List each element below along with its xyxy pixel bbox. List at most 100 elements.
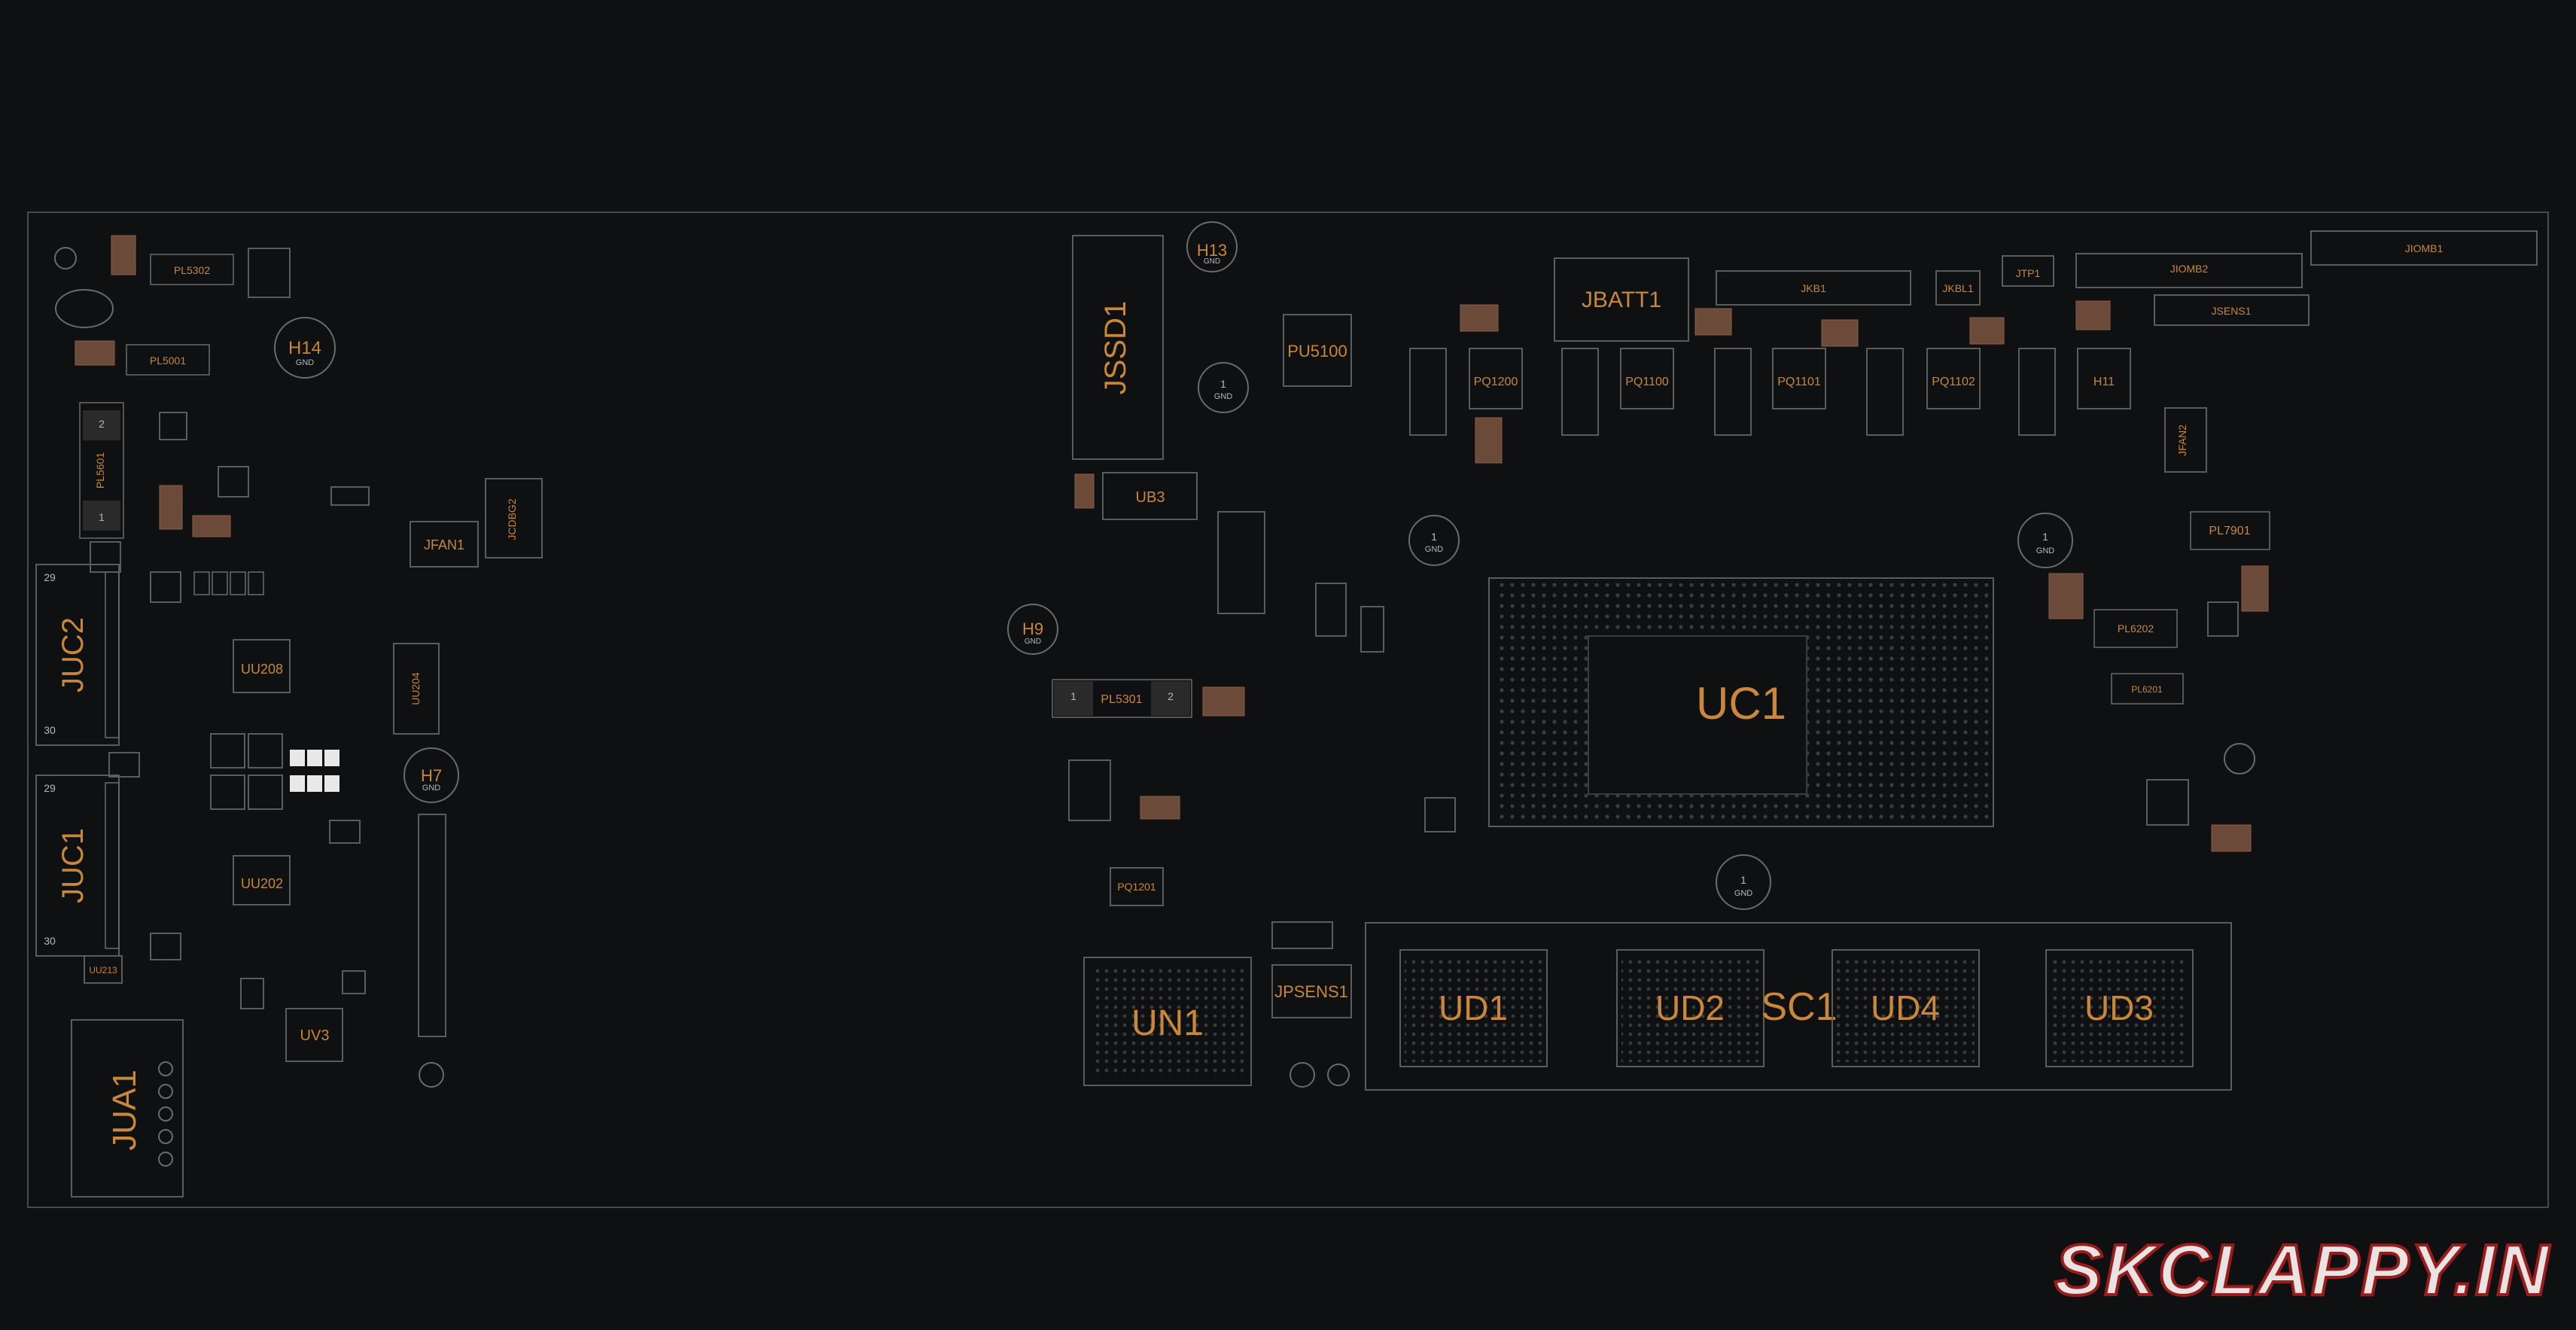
ud1-dram[interactable]: UD1	[1399, 949, 1548, 1067]
svg-text:UU208: UU208	[241, 662, 283, 677]
pl5601-inductor[interactable]: PL6201	[2111, 673, 2184, 705]
pq-mosfet-row[interactable]: PQ1200 PQ1100 PQ1101 PQ1102 H11	[1409, 348, 2131, 436]
svg-text:PL5001: PL5001	[150, 355, 186, 367]
svg-text:JFAN2: JFAN2	[2176, 425, 2188, 456]
svg-text:PL5302: PL5302	[174, 264, 210, 276]
svg-text:GND: GND	[296, 358, 315, 367]
watermark-logo: SKCLAPPY.IN	[2053, 1228, 2550, 1312]
juc1-connector[interactable]: JUC1 29 30	[35, 775, 120, 957]
gnd-hole: 1 GND	[1198, 362, 1249, 413]
jsens1-connector[interactable]: JSENS1	[2154, 294, 2310, 326]
ud2-dram[interactable]: UD2	[1616, 949, 1765, 1067]
svg-text:PL5301: PL5301	[1101, 693, 1142, 706]
juc2-connector[interactable]: JUC2 29 30	[35, 564, 120, 746]
svg-text:JCDBG2: JCDBG2	[506, 498, 518, 540]
pu5301-chip[interactable]: PQ1201	[1110, 867, 1164, 906]
svg-text:H14: H14	[288, 338, 321, 358]
pl5001-inductor[interactable]: PL6202	[2093, 609, 2178, 648]
svg-text:PL6202: PL6202	[2118, 622, 2154, 635]
test-pad	[290, 775, 305, 792]
svg-text:PL6201: PL6201	[2131, 684, 2163, 695]
svg-text:GND: GND	[1204, 257, 1220, 266]
jiomb1-connector[interactable]: JIOMB1	[2310, 230, 2538, 266]
jbatt1-connector[interactable]: JBATT1	[1554, 257, 1689, 342]
ud4-dram[interactable]: UD4	[1832, 949, 1980, 1067]
svg-text:1: 1	[1070, 690, 1076, 702]
uc1-cpu-bga[interactable]: UC1	[1488, 577, 1994, 827]
svg-text:H9: H9	[1022, 619, 1043, 638]
svg-text:UC1: UC1	[1696, 678, 1786, 729]
jkbl1-connector[interactable]: JKBL1	[1935, 270, 1981, 306]
svg-text:1: 1	[1431, 531, 1437, 543]
jtp1-connector[interactable]: JTP1	[2002, 255, 2054, 287]
svg-text:JKB1: JKB1	[1801, 282, 1826, 294]
test-pad	[324, 750, 340, 766]
pu5100-chip[interactable]: PU5100	[1283, 314, 1352, 387]
jcdbg2-connector[interactable]: JCDBG2	[485, 478, 543, 558]
svg-text:H13: H13	[1197, 241, 1227, 260]
svg-text:JIOMB1: JIOMB1	[2405, 242, 2444, 254]
jssd1-label: JSSD1	[1099, 301, 1132, 395]
test-pad	[290, 750, 305, 766]
test-pad	[307, 750, 322, 766]
svg-text:1: 1	[99, 511, 105, 523]
svg-text:H11: H11	[2093, 376, 2115, 388]
svg-text:JKBL1: JKBL1	[1942, 282, 1973, 294]
svg-text:UU204: UU204	[410, 672, 422, 705]
svg-text:PQ1200: PQ1200	[1474, 376, 1518, 388]
svg-text:SC1: SC1	[1761, 985, 1837, 1029]
ub3-chip[interactable]: UB3	[1102, 472, 1198, 520]
svg-text:GND: GND	[422, 784, 441, 793]
jiomb2-connector[interactable]: JIOMB2	[2075, 253, 2303, 288]
middle-components: 1 GND	[1068, 304, 1503, 1088]
ud3-dram[interactable]: UD3	[2045, 949, 2194, 1067]
svg-text:29: 29	[44, 782, 56, 794]
svg-text:PQ1102: PQ1102	[1932, 376, 1975, 388]
uu208-chip[interactable]: UU208	[233, 639, 291, 693]
jssd1-connector[interactable]: JSSD1	[1072, 235, 1164, 460]
dram-section	[1365, 922, 2232, 1091]
pl5301-inductor[interactable]: PL5301 1 2	[1052, 679, 1192, 718]
pl5302-inductor[interactable]: 2 1 PL5601	[79, 402, 124, 539]
uu204-chip[interactable]: UU204	[393, 643, 440, 735]
h13-mounting-hole: H13 GND	[1186, 221, 1238, 272]
svg-text:1: 1	[2042, 531, 2048, 543]
svg-text:JBATT1: JBATT1	[1582, 288, 1661, 312]
sc1-label: SC1	[1761, 985, 1837, 1029]
svg-text:JPSENS1: JPSENS1	[1274, 982, 1348, 1001]
svg-text:UU213: UU213	[89, 965, 117, 975]
svg-text:PQ1201: PQ1201	[1117, 881, 1156, 893]
jfan1-connector[interactable]: JFAN1	[410, 521, 479, 568]
jua1-connector[interactable]: JUA1	[71, 1019, 184, 1198]
jua1-label: JUA1	[106, 1070, 143, 1151]
svg-text:UB3: UB3	[1136, 489, 1165, 506]
test-pad	[307, 775, 322, 792]
uu202-chip[interactable]: UU202	[233, 855, 291, 905]
jfan2-connector[interactable]: JFAN2	[2164, 407, 2207, 473]
h9-mounting-hole: H9 GND	[1007, 604, 1058, 655]
jpsens1-connector[interactable]: JPSENS1	[1271, 964, 1352, 1018]
h11-mounting-hole: H11 H11 H11	[2224, 743, 2255, 775]
ffc-connector[interactable]	[418, 814, 446, 1037]
uu213-chip[interactable]: UU213	[84, 955, 123, 984]
un1-chip[interactable]: UN1	[1083, 957, 1252, 1086]
pl7901-inductor[interactable]: PL7901	[2190, 511, 2270, 550]
pl6201-inductor[interactable]: PL5001	[126, 344, 210, 376]
uv3-chip[interactable]: UV3	[285, 1008, 343, 1062]
jkb1-connector[interactable]: JKB1	[1716, 270, 1911, 306]
svg-text:JTP1: JTP1	[2016, 267, 2041, 279]
svg-text:JIOMB2: JIOMB2	[2170, 263, 2209, 275]
svg-text:GND: GND	[1025, 638, 1041, 646]
svg-text:UD4: UD4	[1871, 988, 1940, 1027]
svg-text:GND: GND	[1214, 392, 1233, 401]
svg-text:PQ1100: PQ1100	[1625, 376, 1669, 388]
svg-text:UU202: UU202	[241, 876, 283, 891]
gnd-hole: 1 GND	[1716, 854, 1771, 910]
svg-text:UV3: UV3	[300, 1027, 330, 1044]
svg-text:JFAN1: JFAN1	[424, 537, 464, 552]
svg-text:GND: GND	[1425, 545, 1444, 554]
pl6202-inductor[interactable]: PL5302	[150, 254, 234, 285]
svg-text:PU5100: PU5100	[1287, 342, 1347, 361]
